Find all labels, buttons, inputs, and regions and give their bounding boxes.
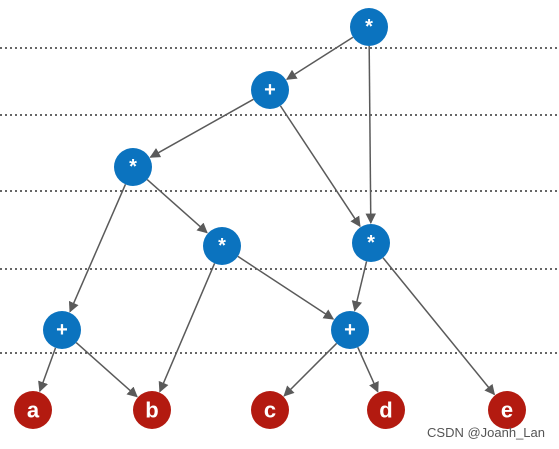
operand-node-a: a [14,391,52,429]
operator-node-n7: + [331,311,369,349]
edge-n6-to-b [75,342,138,398]
edge-n2-to-n3 [149,98,254,158]
node-circle [350,8,388,46]
edge-n3-to-n6 [68,184,127,313]
edge-n7-to-c [283,342,338,397]
edge-n7-to-d [357,347,379,393]
node-label: c [264,398,276,423]
node-label: * [365,16,373,38]
operand-node-c: c [251,391,289,429]
node-circle [367,391,405,429]
node-label: * [129,156,137,178]
node-label: + [264,79,276,101]
operand-node-e: e [488,391,526,429]
edge-n6-to-a [38,347,57,393]
edge-n5-to-e [382,257,496,396]
edges [38,36,496,398]
watermark-text: CSDN @Joanh_Lan [427,425,545,440]
nodes: * + * * * + + a b c d e [14,8,526,429]
node-circle [43,311,81,349]
node-label: d [379,398,392,423]
node-circle [331,311,369,349]
level-lines [0,47,559,354]
node-circle [251,71,289,109]
edge-n4-to-n7 [237,255,335,320]
node-circle [14,391,52,429]
node-label: + [56,319,68,341]
node-label: * [367,232,375,254]
edge-n4-to-b [158,263,216,393]
node-circle [203,227,241,265]
edge-n5-to-n7 [351,261,368,312]
operand-node-d: d [367,391,405,429]
operator-node-n3: * [114,148,152,186]
operator-node-n5: * [352,224,390,262]
edge-n1-to-n2 [285,36,354,80]
operand-node-b: b [133,391,171,429]
edge-n2-to-n5 [279,105,361,228]
edge-n1-to-n5 [365,45,376,225]
node-label: + [344,319,356,341]
node-label: e [501,398,513,423]
node-circle [352,224,390,262]
node-label: b [145,398,158,423]
node-circle [488,391,526,429]
operator-node-n4: * [203,227,241,265]
node-label: a [27,398,40,423]
operator-node-n1: * [350,8,388,46]
node-circle [114,148,152,186]
edge-n3-to-n4 [146,179,208,234]
node-circle [133,391,171,429]
operator-node-n6: + [43,311,81,349]
node-circle [251,391,289,429]
operator-node-n2: + [251,71,289,109]
node-label: * [218,235,226,257]
